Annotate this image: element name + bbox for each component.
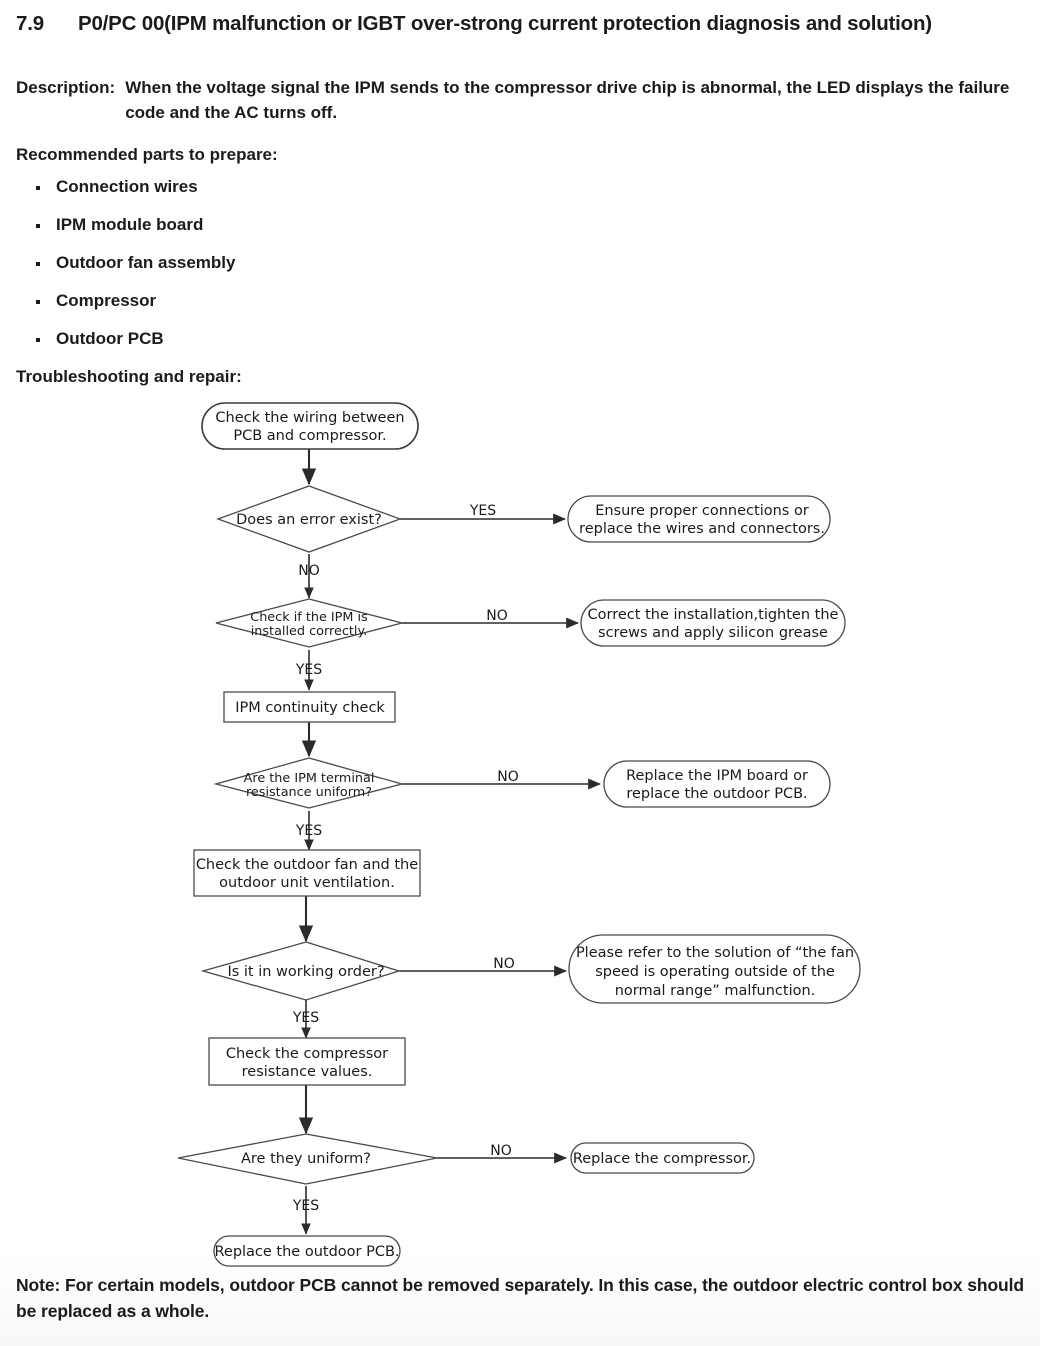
flow-node-p3-line2: resistance values. xyxy=(242,1064,373,1080)
flow-node-ensure-connections: Ensure proper connections or replace the… xyxy=(567,495,831,543)
description-block: Description: When the voltage signal the… xyxy=(16,76,1024,125)
flow-node-d3-line1: Are the IPM terminal xyxy=(244,771,375,786)
list-item: Outdoor fan assembly xyxy=(0,253,1040,273)
flow-node-a5-label: Replace the compressor. xyxy=(573,1151,751,1167)
edge-label-d3-no: NO xyxy=(497,769,519,785)
flow-node-check-outdoor-fan: Check the outdoor fan and the outdoor un… xyxy=(193,849,421,897)
flow-node-replace-ipm-board: Replace the IPM board or replace the out… xyxy=(603,760,831,808)
flow-node-a1-line2: replace the wires and connectors. xyxy=(579,521,825,537)
edge-label-d5-yes: YES xyxy=(292,1198,319,1214)
flow-node-d3-line2: resistance uniform? xyxy=(246,785,372,800)
flow-node-refer-fan-speed-solution: Please refer to the solution of “the fan… xyxy=(568,934,861,1004)
flow-node-decision-ipm-installed: Check if the IPM is installed correctly. xyxy=(215,598,403,648)
list-item: IPM module board xyxy=(0,215,1040,235)
troubleshooting-heading: Troubleshooting and repair: xyxy=(16,367,242,387)
flow-node-d1-label: Does an error exist? xyxy=(236,512,382,528)
footer-note: Note: For certain models, outdoor PCB ca… xyxy=(16,1274,1024,1321)
flow-node-end-label: Replace the outdoor PCB. xyxy=(214,1244,399,1260)
section-number: 7.9 xyxy=(16,12,44,35)
edge-label-d2-no: NO xyxy=(486,608,508,624)
flow-node-p2-line2: outdoor unit ventilation. xyxy=(219,875,395,891)
flow-node-check-compressor-resistance: Check the compressor resistance values. xyxy=(208,1037,406,1086)
flow-node-replace-compressor: Replace the compressor. xyxy=(570,1142,755,1174)
flow-node-p1-label: IPM continuity check xyxy=(235,700,385,716)
edge-label-d3-yes: YES xyxy=(295,823,322,839)
flow-node-d4-label: Is it in working order? xyxy=(227,964,384,980)
flow-node-ipm-continuity-check: IPM continuity check xyxy=(223,691,396,723)
flow-node-start-line1: Check the wiring between xyxy=(215,410,404,426)
list-item: Outdoor PCB xyxy=(0,329,1040,349)
parts-list: Connection wires IPM module board Outdoo… xyxy=(0,177,1040,349)
flow-node-decision-terminal-resistance: Are the IPM terminal resistance uniform? xyxy=(213,757,405,809)
flow-node-d2-line2: installed correctly. xyxy=(251,624,368,639)
list-item: Connection wires xyxy=(0,177,1040,197)
edge-label-d4-yes: YES xyxy=(292,1010,319,1026)
flow-node-decision-error-exists: Does an error exist? xyxy=(216,485,402,553)
flow-node-a1-line1: Ensure proper connections or xyxy=(595,503,809,519)
edge-label-d4-no: NO xyxy=(493,956,515,972)
flow-node-decision-working-order: Is it in working order? xyxy=(200,941,402,1001)
flow-node-a2-line2: screws and apply silicon grease xyxy=(598,625,828,641)
flow-node-d2-line1: Check if the IPM is xyxy=(250,610,368,625)
edge-label-d1-yes: YES xyxy=(469,503,496,519)
flow-node-correct-installation: Correct the installation,tighten the scr… xyxy=(580,599,846,647)
flow-node-p3-line1: Check the compressor xyxy=(226,1046,388,1062)
flow-node-a2-line1: Correct the installation,tighten the xyxy=(588,607,839,623)
flow-node-decision-values-uniform: Are they uniform? xyxy=(177,1133,438,1185)
flow-node-a4-line1: Please refer to the solution of “the fan xyxy=(576,945,854,961)
flow-node-a3-line1: Replace the IPM board or xyxy=(626,768,808,784)
edge-label-d1-no: NO xyxy=(298,563,320,579)
edge-label-d5-no: NO xyxy=(490,1143,512,1159)
description-label: Description: xyxy=(16,78,116,97)
flow-node-a4-line2: speed is operating outside of the xyxy=(595,964,835,980)
troubleshooting-flowchart: Check the wiring between PCB and compres… xyxy=(0,393,1040,1273)
flow-node-start: Check the wiring between PCB and compres… xyxy=(201,402,419,451)
section-title: P0/PC 00(IPM malfunction or IGBT over-st… xyxy=(78,12,932,35)
flow-node-a3-line2: replace the outdoor PCB. xyxy=(626,786,807,802)
description-text: When the voltage signal the IPM sends to… xyxy=(125,78,1010,122)
flow-node-end-replace-outdoor-pcb: Replace the outdoor PCB. xyxy=(213,1235,401,1267)
parts-heading: Recommended parts to prepare: xyxy=(16,145,278,165)
flow-node-d5-label: Are they uniform? xyxy=(241,1151,371,1167)
flow-node-start-line2: PCB and compressor. xyxy=(233,428,386,444)
flow-node-p2-line1: Check the outdoor fan and the xyxy=(196,857,418,873)
edge-label-d2-yes: YES xyxy=(295,662,322,678)
flow-node-a4-line3: normal range” malfunction. xyxy=(615,983,816,999)
list-item: Compressor xyxy=(0,291,1040,311)
section-heading: 7.9 P0/PC 00(IPM malfunction or IGBT ove… xyxy=(0,0,1040,36)
